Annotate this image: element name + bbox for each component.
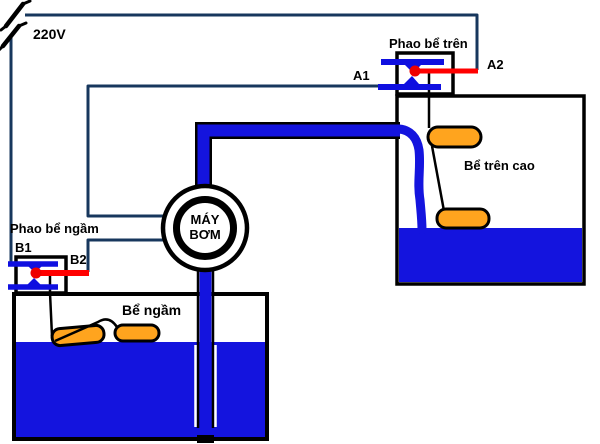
terminal-b2-label: B2 bbox=[70, 252, 87, 267]
water-stream bbox=[394, 124, 427, 235]
lower-float-switch-label: Phao bể ngầm bbox=[10, 221, 99, 236]
discharge-pipe-water bbox=[197, 124, 400, 193]
pump-label: MÁY BƠM bbox=[175, 212, 235, 242]
upper-switch-contact-dot bbox=[409, 65, 421, 77]
upper-tank-water bbox=[399, 228, 582, 282]
upper-contact-arrow-up bbox=[404, 76, 419, 84]
pump-inner-ring bbox=[173, 196, 237, 260]
upper-tank-label: Bể trên cao bbox=[464, 158, 535, 173]
lower-tank-buoy-left bbox=[50, 323, 106, 348]
a1-to-pump-wire bbox=[86, 84, 380, 218]
upper-float-switch-label: Phao bể trên bbox=[389, 36, 468, 51]
suction-pipe-water bbox=[199, 266, 212, 428]
lower-tank-label: Bể ngầm bbox=[122, 302, 182, 318]
b2-to-pump-wire bbox=[86, 238, 163, 272]
pump-label-line2: BƠM bbox=[189, 227, 221, 242]
upper-tank-buoy-low bbox=[435, 207, 491, 230]
lower-float-cord-over bbox=[54, 318, 119, 343]
terminal-b1-label: B1 bbox=[15, 240, 32, 255]
mains-wire-top bbox=[25, 13, 479, 70]
lower-tank-water bbox=[16, 342, 265, 437]
power-switch-icon bbox=[0, 0, 32, 32]
lower-switch-contact-dot bbox=[30, 267, 42, 279]
terminal-a1-label: A1 bbox=[353, 68, 370, 83]
discharge-pipe-casing bbox=[195, 122, 400, 193]
lower-tank-buoy-right bbox=[113, 323, 161, 343]
pump-label-line1: MÁY bbox=[190, 212, 220, 227]
power-switch-icon-2 bbox=[0, 21, 28, 52]
upper-tank-buoy-high bbox=[426, 125, 483, 149]
voltage-label: 220V bbox=[33, 26, 66, 42]
suction-pipe-foot bbox=[197, 435, 214, 443]
lower-contact-arrow-up bbox=[27, 278, 41, 285]
upper-float-cord-lower bbox=[430, 145, 446, 212]
terminal-a2-label: A2 bbox=[487, 57, 504, 72]
